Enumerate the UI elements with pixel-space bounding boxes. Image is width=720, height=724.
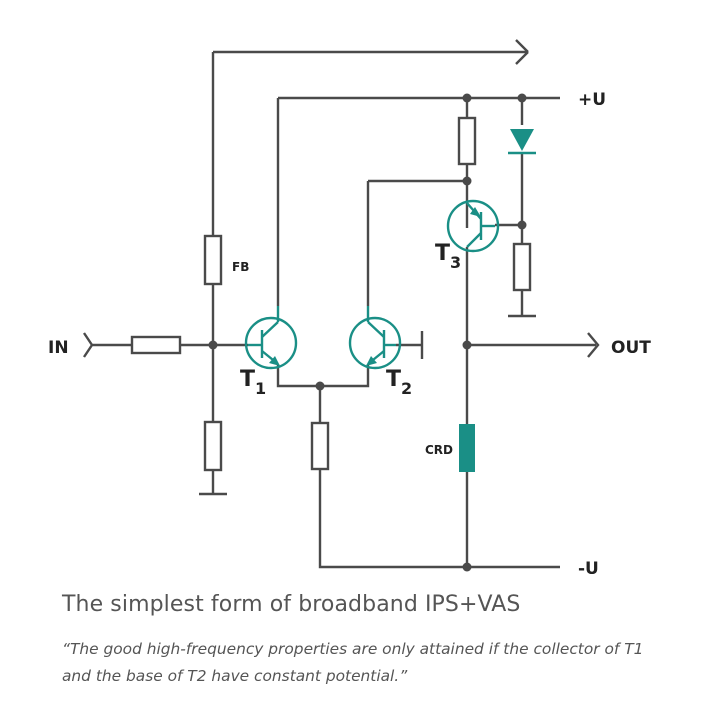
label-crd: CRD (425, 443, 453, 457)
ground-symbols (199, 314, 536, 496)
label-t3: T3 (435, 241, 461, 272)
resistor-fb (203, 234, 223, 286)
caption-quote: “The good high-frequency properties are … (62, 640, 644, 685)
label-t1: T1 (240, 367, 266, 398)
label-minus-u: -U (578, 559, 599, 579)
resistor-tail (310, 421, 330, 471)
label-in: IN (48, 338, 69, 358)
caption-title: The simplest form of broadband IPS+VAS (62, 592, 521, 617)
label-t2: T2 (386, 367, 412, 398)
crd-component (459, 424, 475, 472)
wires (83, 39, 600, 569)
diode (508, 129, 536, 155)
label-out: OUT (611, 338, 651, 358)
junction-dots (208, 93, 527, 572)
circuit-schematic: IN OUT +U -U FB CRD T1 T2 T3 (48, 39, 651, 579)
label-fb: FB (232, 260, 249, 274)
resistor-input (130, 335, 182, 355)
label-plus-u: +U (578, 90, 606, 110)
transistor-t3 (446, 199, 500, 253)
resistor-input-ground (203, 420, 223, 472)
transistor-t1 (244, 306, 298, 370)
transistor-t2 (348, 306, 402, 370)
resistor-diode-bias (512, 242, 532, 292)
resistor-t3-top (457, 116, 477, 166)
resistors (130, 116, 532, 472)
